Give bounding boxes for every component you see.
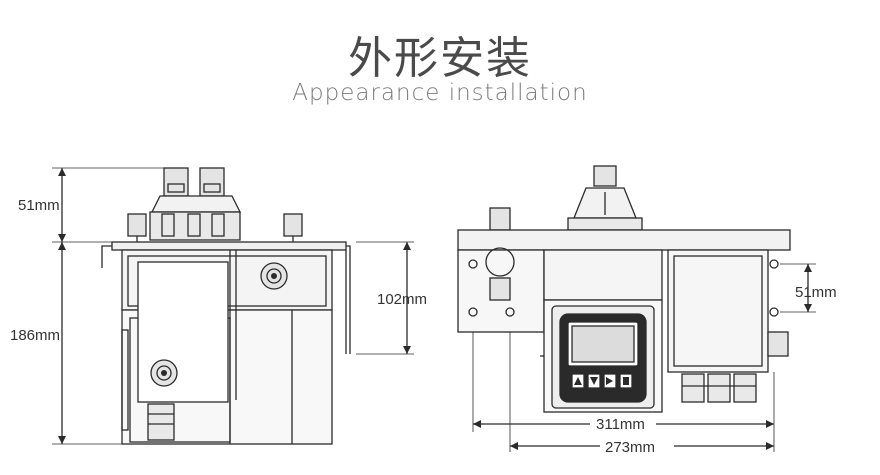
dim-front-outer: 311mm [596, 416, 645, 433]
down-arrow-icon [590, 377, 598, 385]
dim-front-right: 51mm [795, 284, 837, 301]
dim-side-width: 102mm [377, 291, 427, 308]
keypad-icons [574, 377, 629, 385]
front-view [457, 165, 816, 452]
side-view [52, 167, 414, 445]
right-arrow-icon [606, 377, 613, 385]
dim-side-total: 186mm [10, 327, 60, 344]
dim-side-top: 51mm [18, 197, 60, 214]
dim-front-inner: 273mm [605, 439, 655, 456]
page-title: 外形安装 [348, 33, 532, 84]
up-arrow-icon [574, 377, 582, 385]
enter-icon [623, 377, 629, 385]
page-subtitle: Appearance installation [292, 80, 588, 106]
